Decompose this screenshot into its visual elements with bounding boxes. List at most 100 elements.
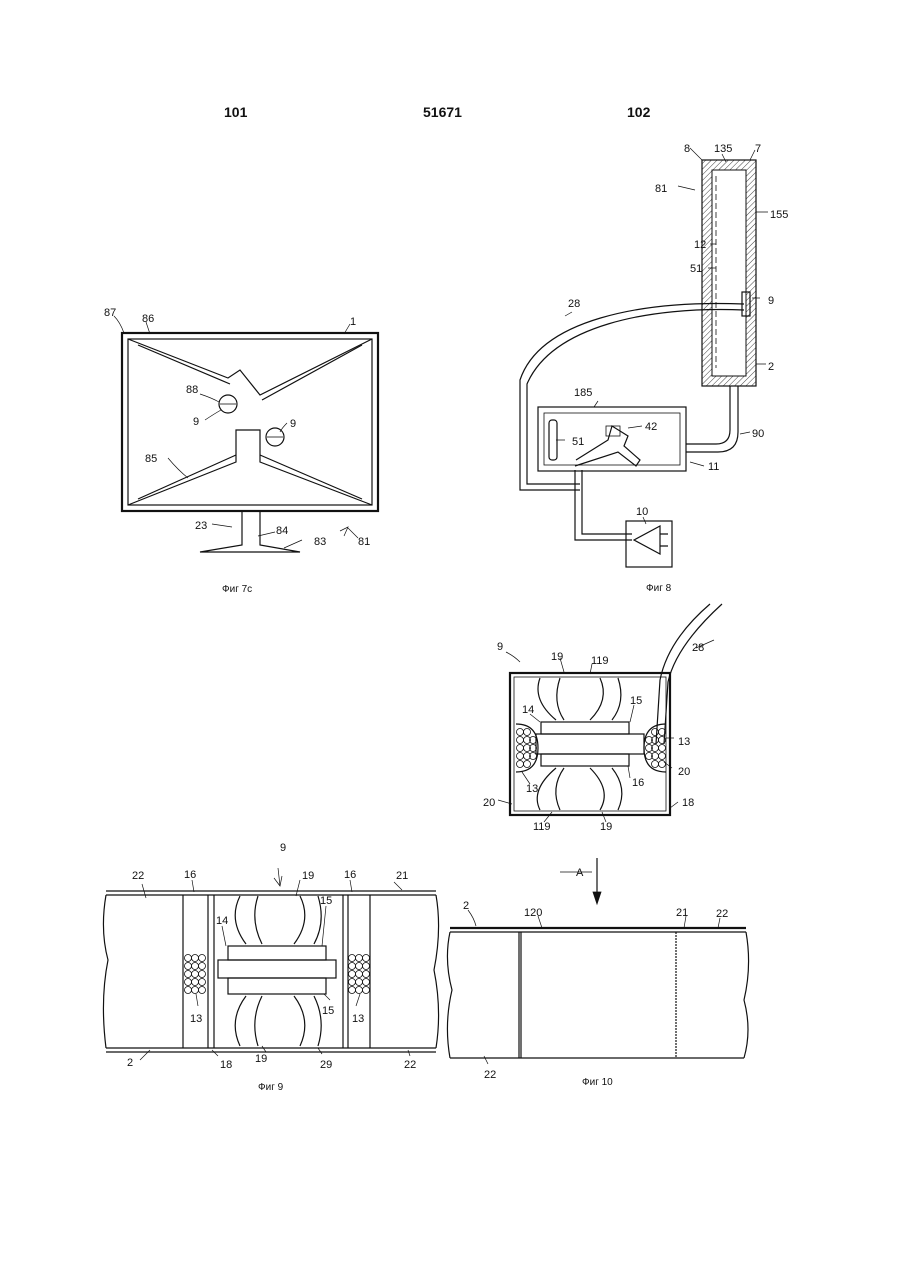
label: 16 xyxy=(344,869,356,881)
label: 85 xyxy=(145,453,157,465)
label: 119 xyxy=(591,655,609,667)
label: 2 xyxy=(768,361,774,373)
caption-fig10: Фиг 10 xyxy=(582,1077,613,1088)
label: 20 xyxy=(678,766,690,778)
fig10-wall-left xyxy=(519,932,521,1058)
label: 9 xyxy=(768,295,774,307)
label: 2 xyxy=(127,1057,133,1069)
exciter-upper-suspension xyxy=(538,678,621,720)
label: 2 xyxy=(463,900,469,912)
fig8-mechanism-head xyxy=(606,426,620,436)
label: 12 xyxy=(694,239,706,251)
fig9-drawing xyxy=(103,868,438,1060)
label: 20 xyxy=(483,797,495,809)
label: 14 xyxy=(216,915,228,927)
label: 155 xyxy=(770,209,788,221)
label: 19 xyxy=(600,821,612,833)
fig9-break-left xyxy=(103,895,108,1048)
label: 51 xyxy=(690,263,702,275)
label: 23 xyxy=(195,520,207,532)
fig7c-frame-inner xyxy=(128,339,372,505)
fig9-top-skin xyxy=(106,891,436,895)
fig8-inner-element-51 xyxy=(549,420,557,460)
label: 15 xyxy=(320,895,332,907)
fig7c-brace-bottom xyxy=(128,430,372,505)
fig9-walls xyxy=(183,895,370,1048)
fig7c-frame-outer xyxy=(122,333,378,511)
label: 29 xyxy=(320,1059,332,1071)
label: 19 xyxy=(302,870,314,882)
fig8-wire xyxy=(575,470,632,540)
label: 21 xyxy=(676,907,688,919)
fig7c-brace-top xyxy=(128,339,372,395)
label: 42 xyxy=(645,421,657,433)
label: 86 xyxy=(142,313,154,325)
fig9-bottom-skin xyxy=(106,1048,436,1052)
label: 185 xyxy=(574,387,592,399)
label: 22 xyxy=(404,1059,416,1071)
label: 10 xyxy=(636,506,648,518)
label: 19 xyxy=(255,1053,267,1065)
label: 81 xyxy=(358,536,370,548)
fig9-coil-right xyxy=(349,955,370,994)
exciter-lower-suspension xyxy=(537,768,622,810)
label: 81 xyxy=(655,183,667,195)
fig8-mechanism-42 xyxy=(575,426,640,466)
label: 120 xyxy=(524,907,542,919)
fig8-plug-symbol xyxy=(634,526,668,554)
label: 88 xyxy=(186,384,198,396)
label: 14 xyxy=(522,704,534,716)
label: 87 xyxy=(104,307,116,319)
fig8-hose-outer xyxy=(686,386,730,444)
fig8-panel-cavity xyxy=(712,170,746,376)
label: 9 xyxy=(193,416,199,428)
label: 135 xyxy=(714,143,732,155)
exciter-magnet xyxy=(536,734,644,754)
label: 83 xyxy=(314,536,326,548)
label: 18 xyxy=(682,797,694,809)
fig9-break-right xyxy=(434,895,439,1048)
label: 15 xyxy=(630,695,642,707)
exciter-plate-15 xyxy=(541,754,629,766)
label: 90 xyxy=(752,428,764,440)
fig7c-drawing xyxy=(114,316,378,552)
label: 16 xyxy=(632,777,644,789)
label: 13 xyxy=(678,736,690,748)
label: 22 xyxy=(132,870,144,882)
label: 11 xyxy=(708,461,719,473)
label: 9 xyxy=(290,418,296,430)
label: 7 xyxy=(755,143,761,155)
label: 84 xyxy=(276,525,288,537)
label: 9 xyxy=(280,842,286,854)
fig9-plate-upper xyxy=(228,946,326,960)
label: 13 xyxy=(352,1013,364,1025)
fig9-coil-left xyxy=(185,955,206,994)
label: 9 xyxy=(497,641,503,653)
label: 18 xyxy=(220,1059,232,1071)
fig10-leaders xyxy=(468,872,720,1064)
fig9-lower-suspension xyxy=(235,996,321,1046)
label: 28 xyxy=(692,642,704,654)
label: 51 xyxy=(572,436,584,448)
fig9-magnet xyxy=(218,960,336,978)
caption-fig8: Фиг 8 xyxy=(646,583,672,594)
exciter-plate-14 xyxy=(541,722,629,734)
fig10-drawing xyxy=(447,858,748,1064)
fig8-drawing xyxy=(520,148,768,567)
fig8-power-supply xyxy=(626,521,672,567)
label: 8 xyxy=(684,143,690,155)
caption-fig9: Фиг 9 xyxy=(258,1082,284,1093)
label: 119 xyxy=(533,821,551,833)
fig9-upper-suspension xyxy=(235,896,321,944)
caption-fig7c: Фиг 7c xyxy=(222,584,252,595)
label: 16 xyxy=(184,869,196,881)
fig10-break-right xyxy=(744,932,749,1058)
label: 13 xyxy=(526,783,538,795)
label: 1 xyxy=(350,316,356,328)
exciter-coil-right xyxy=(644,724,666,772)
label: A xyxy=(576,867,584,879)
exciter-coil-left xyxy=(516,724,538,772)
fig10-break-left xyxy=(447,932,452,1058)
label: 28 xyxy=(568,298,580,310)
label: 21 xyxy=(396,870,408,882)
